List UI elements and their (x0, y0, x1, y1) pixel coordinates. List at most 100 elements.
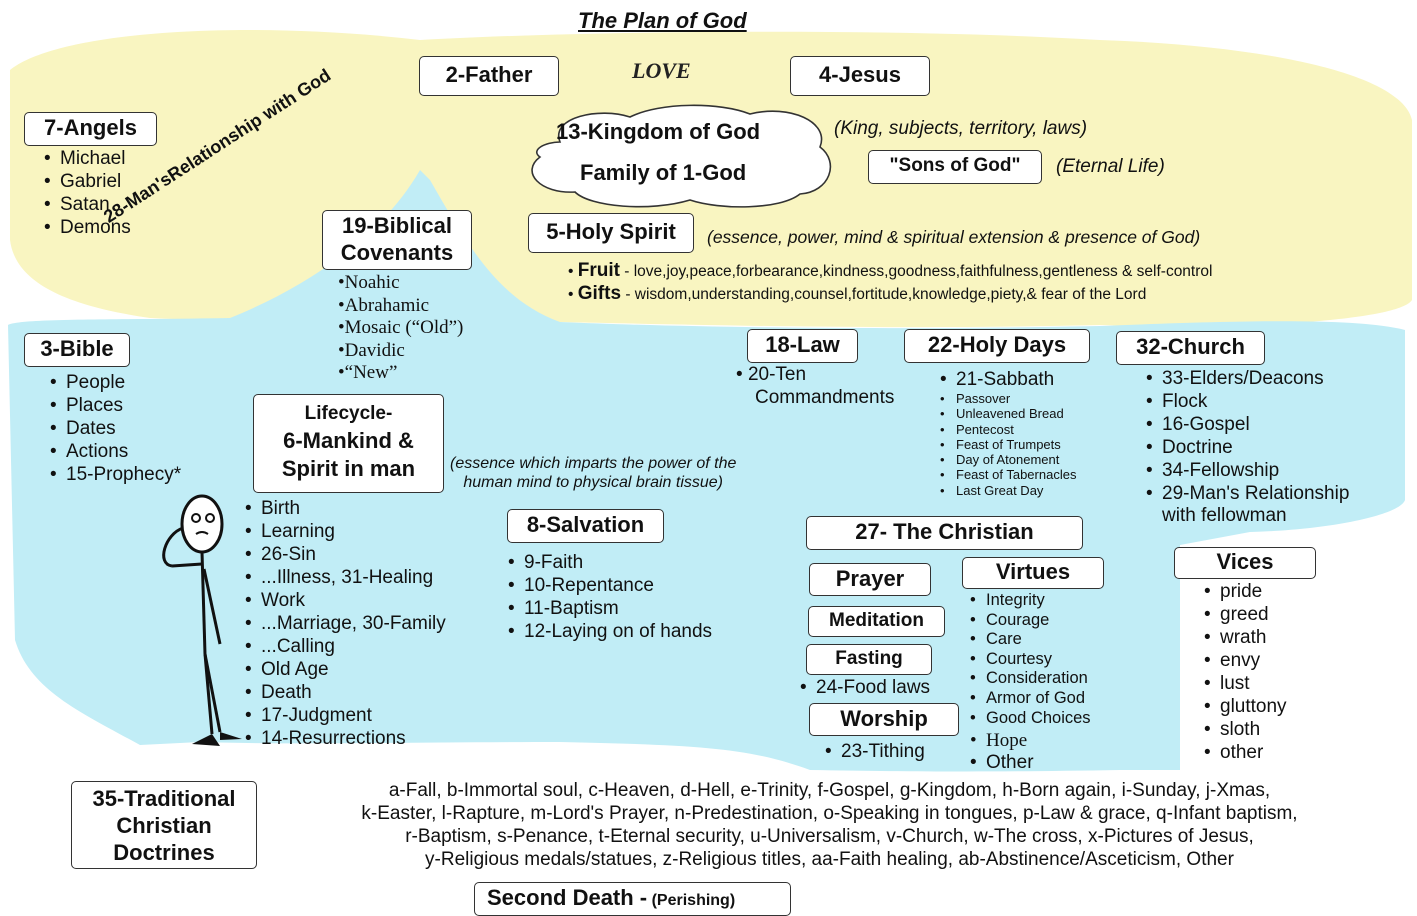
list-item: sloth (1202, 718, 1287, 741)
list-item: •Noahic (338, 272, 400, 293)
list-item: Work (243, 589, 446, 612)
list-item: Other (968, 752, 1034, 774)
kingdom-cloud-shape (531, 104, 832, 208)
list-item: 12-Laying on of hands (506, 620, 712, 643)
list-item: •Mosaic (“Old”) (338, 317, 464, 338)
worship-box: Worship (809, 703, 959, 736)
holy-spirit-note: (essence, power, mind & spiritual extens… (707, 227, 1201, 247)
list-item: Old Age (243, 658, 446, 681)
fruit-label: Fruit (577, 260, 620, 281)
list-item: • 20-Ten (736, 363, 894, 386)
kingdom-note: (King, subjects, territory, laws) (834, 118, 1088, 139)
fasting-box: Fasting (806, 644, 932, 675)
list-item: Actions (48, 440, 181, 463)
list-item: Demons (42, 216, 131, 239)
list-item: Feast of Tabernacles (938, 467, 1076, 483)
list-item: •Davidic (338, 339, 405, 361)
list-item: pride (1202, 580, 1287, 603)
list-item: Courtesy (968, 650, 1091, 670)
list-item: Dates (48, 417, 181, 440)
sons-of-god-box: "Sons of God" (868, 150, 1042, 184)
list-item: envy (1202, 649, 1287, 672)
list-item: Courage (968, 611, 1091, 631)
fruit-line: • Fruit - love,joy,peace,forbearance,kin… (568, 260, 1212, 282)
list-item: Armor of God (968, 689, 1091, 709)
spirit-note: (essence which imparts the power of the … (450, 454, 736, 492)
list-item: ...Marriage, 30-Family (243, 612, 446, 635)
salvation-box: 8-Salvation (507, 509, 664, 543)
list-item: Pentecost (938, 422, 1076, 438)
traditional-text-line: a-Fall, b-Immortal soul, c-Heaven, d-Hel… (388, 780, 1271, 801)
list-item: Care (968, 630, 1091, 650)
bible-list: People Places Dates Actions 15-Prophecy* (48, 371, 181, 486)
list-item: •Abrahamic (338, 294, 430, 316)
prayer-box: Prayer (809, 563, 931, 596)
list-item: 10-Repentance (506, 574, 712, 597)
list-item: other (1202, 741, 1287, 764)
traditional-text-line: k-Easter, l-Rapture, m-Lord's Prayer, n-… (361, 803, 1298, 824)
bullet: • (568, 263, 578, 280)
list-item: Integrity (968, 591, 1091, 611)
list-item: Places (48, 394, 181, 417)
list-item: Passover (938, 391, 1076, 407)
list-item: ...Calling (243, 635, 446, 658)
traditional-line2: Christian (116, 813, 212, 838)
list-item: Death (243, 681, 446, 704)
kingdom-title: 13-Kingdom of God (556, 119, 761, 144)
bullet: • (568, 286, 578, 303)
angels-box: 7-Angels (24, 112, 157, 146)
second-death-box: Second Death - (Perishing) (474, 882, 791, 916)
mankind-line3: Spirit in man (281, 456, 416, 481)
church-last-line: with fellowman (1162, 505, 1287, 526)
list-item: Hope (968, 730, 1027, 752)
covenants-box: 19-Biblical Covenants (322, 210, 472, 270)
list-item: Feast of Trumpets (938, 437, 1076, 453)
meditation-box: Meditation (808, 606, 945, 637)
covenants-list: •Noahic •Abrahamic •Mosaic (“Old”) •Davi… (338, 272, 463, 385)
law-item2: Commandments (755, 387, 895, 408)
jesus-box: 4-Jesus (790, 56, 930, 96)
list-item: 16-Gospel (1144, 413, 1349, 436)
list-item: 17-Judgment (243, 704, 446, 727)
mankind-list: Birth Learning 26-Sin ...Illness, 31-Hea… (243, 497, 446, 750)
vices-list: pride greed wrath envy lust gluttony slo… (1202, 580, 1287, 764)
holy-days-list: Passover Unleavened Bread Pentecost Feas… (938, 391, 1076, 498)
list-item: wrath (1202, 626, 1287, 649)
fruit-text: - love,joy,peace,forbearance,kindness,go… (624, 263, 1213, 280)
traditional-text-line: r-Baptism, s-Penance, t-Eternal security… (405, 826, 1254, 847)
list-item: Gabriel (42, 170, 131, 193)
list-item: Doctrine (1144, 436, 1349, 459)
virtues-list: Integrity Courage Care Courtesy Consider… (968, 591, 1091, 728)
list-item: People (48, 371, 181, 394)
gifts-line: • Gifts - wisdom,understanding,counsel,f… (568, 283, 1146, 305)
food-laws-list: 24-Food laws (798, 676, 930, 699)
traditional-line3: Doctrines (113, 840, 215, 865)
list-item: 23-Tithing (823, 740, 925, 763)
second-death-note: (Perishing) (651, 892, 736, 909)
traditional-text-line: y-Religious medals/statues, z-Religious … (425, 849, 1234, 870)
family-title: Family of 1-God (580, 160, 747, 185)
covenants-line1: 19-Biblical (341, 213, 453, 238)
list-item: Good Choices (968, 709, 1091, 729)
hope-list: Hope (968, 730, 1027, 752)
love-label: LOVE (632, 58, 691, 83)
mankind-line1: Lifecycle- (304, 403, 393, 424)
list-item: Last Great Day (938, 483, 1076, 499)
list-item: Michael (42, 147, 131, 170)
holy-days-main: 21-Sabbath (938, 368, 1054, 391)
gifts-text: - wisdom,understanding,counsel,fortitude… (625, 286, 1147, 303)
vices-box: Vices (1174, 547, 1316, 579)
list-item: 29-Man's Relationship (1144, 482, 1349, 505)
list-item: Flock (1144, 390, 1349, 413)
list-item: 33-Elders/Deacons (1144, 367, 1349, 390)
list-item: 14-Resurrections (243, 727, 446, 750)
bullet: • (736, 364, 748, 385)
list-item: Learning (243, 520, 446, 543)
list-item: 15-Prophecy* (48, 463, 181, 486)
virtues-box: Virtues (962, 557, 1104, 589)
traditional-text: a-Fall, b-Immortal soul, c-Heaven, d-Hel… (262, 779, 1397, 871)
christian-box: 27- The Christian (806, 516, 1083, 550)
law-list: • 20-Ten Commandments (736, 363, 894, 409)
traditional-box: 35-Traditional Christian Doctrines (71, 781, 257, 869)
page-title: The Plan of God (578, 8, 747, 33)
